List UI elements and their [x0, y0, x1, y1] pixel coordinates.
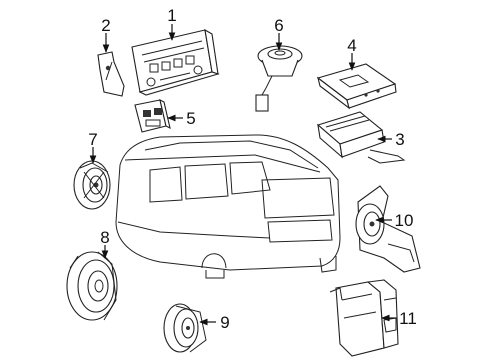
part-4-module — [316, 63, 397, 110]
callout-2: 2 — [101, 16, 110, 35]
part-6-tweeter — [255, 45, 303, 112]
part-8-speaker — [66, 251, 118, 321]
callout-11: 11 — [399, 309, 417, 328]
part-7-speaker — [73, 160, 111, 210]
part-11-subwoofer-box — [329, 279, 399, 357]
callout-4: 4 — [347, 36, 356, 55]
callout-10: 10 — [395, 211, 414, 230]
vehicle-outline — [115, 134, 341, 279]
callout-5: 5 — [186, 109, 195, 128]
part-3-amplifier — [316, 111, 406, 164]
callout-9: 9 — [220, 313, 229, 332]
callout-7: 7 — [88, 130, 97, 149]
part-10-speaker-bracket — [355, 185, 421, 273]
part-9-speaker — [163, 303, 207, 353]
callout-labels: 1 2 3 4 5 6 7 8 9 10 11 — [88, 6, 417, 332]
callout-8: 8 — [100, 228, 109, 247]
part-1-radio-head-unit — [131, 28, 220, 96]
part-5-switch — [134, 98, 171, 133]
callout-3: 3 — [395, 130, 404, 149]
callout-6: 6 — [274, 16, 283, 35]
callout-1: 1 — [167, 6, 176, 25]
leader-lines — [89, 24, 396, 326]
part-2-bracket — [97, 51, 125, 97]
